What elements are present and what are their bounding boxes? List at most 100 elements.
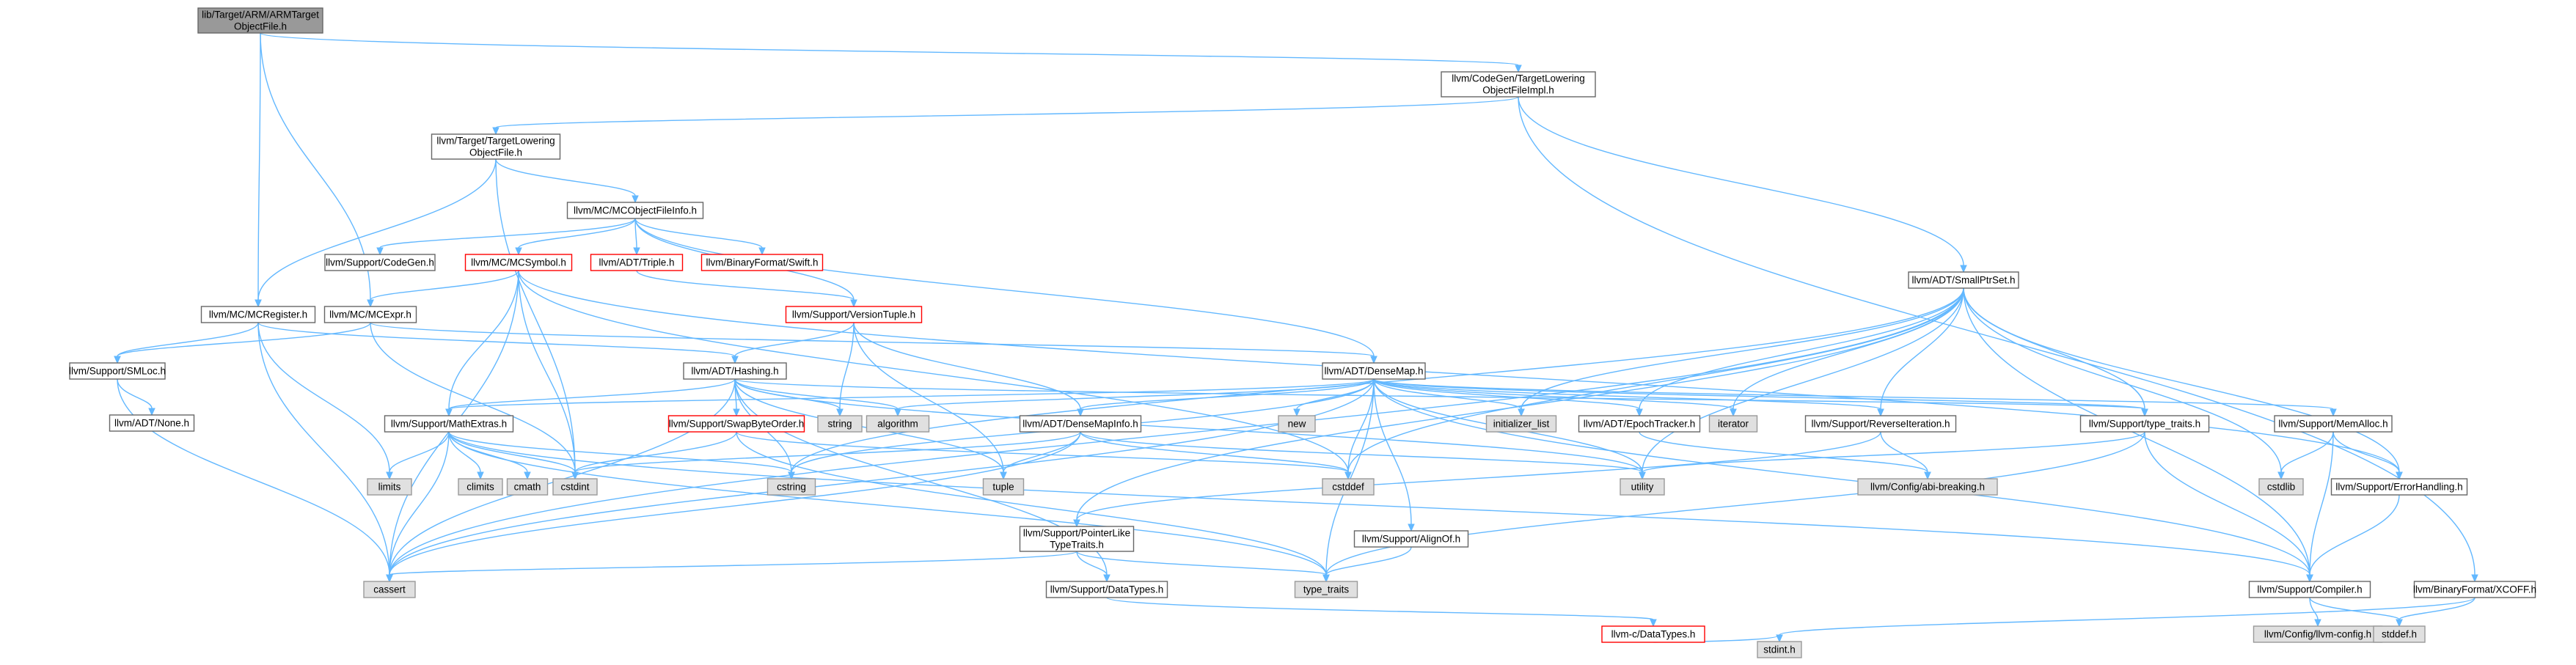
node-new: new: [1278, 415, 1316, 433]
edge-root-to-cg_tlofi: [260, 32, 1522, 73]
edge-mc_objinfo-to-adt_triple: [633, 218, 640, 256]
node-label: ObjectFile.h: [234, 21, 287, 32]
node-c_datatypes[interactable]: llvm-c/DataTypes.h: [1601, 625, 1705, 643]
edge-type_traits_h-to-utility: [1639, 431, 2145, 480]
node-label: type_traits: [1303, 584, 1350, 595]
node-sup_codegen[interactable]: llvm/Support/CodeGen.h: [324, 254, 436, 271]
node-mc_symbol[interactable]: llvm/MC/MCSymbol.h: [464, 254, 573, 271]
edge-densemapinfo-to-cstdint: [571, 431, 1081, 480]
node-box: [817, 415, 863, 433]
node-compiler[interactable]: llvm/Support/Compiler.h: [2248, 581, 2371, 598]
node-mc_register[interactable]: llvm/MC/MCRegister.h: [200, 306, 316, 323]
node-hashing[interactable]: llvm/ADT/Hashing.h: [683, 362, 787, 380]
node-box: [2258, 478, 2304, 496]
edge-versiontuple-to-densemapinfo: [853, 322, 1084, 417]
node-box: [1578, 415, 1701, 433]
node-box: [1757, 641, 1802, 658]
node-cstddef: cstddef: [1322, 478, 1375, 496]
edge-smallptrset-to-initializer_list: [1518, 287, 1964, 417]
node-smallptrset[interactable]: llvm/ADT/SmallPtrSet.h: [1908, 271, 2019, 289]
node-box: [552, 478, 598, 496]
node-tuple: tuple: [982, 478, 1025, 496]
node-epochtracker[interactable]: llvm/ADT/EpochTracker.h: [1578, 415, 1701, 433]
node-memalloc[interactable]: llvm/Support/MemAlloc.h: [2274, 415, 2393, 433]
edge-compiler-to-llvmconfig: [2309, 597, 2321, 628]
node-label: cstring: [777, 482, 806, 493]
node-label: initializer_list: [1493, 419, 1550, 430]
edge-mc_symbol-to-cstddef: [518, 270, 1352, 480]
edge-mc_objinfo-to-sup_codegen: [376, 218, 636, 256]
node-densemap[interactable]: llvm/ADT/DenseMap.h: [1322, 362, 1426, 380]
node-mathextras[interactable]: llvm/Support/MathExtras.h: [384, 415, 514, 433]
node-errorhandling[interactable]: llvm/Support/ErrorHandling.h: [2330, 478, 2468, 496]
node-stddef: stddef.h: [2373, 625, 2426, 643]
node-iterator: iterator: [1708, 415, 1758, 433]
node-box: [1708, 415, 1758, 433]
node-box: [866, 415, 930, 433]
node-box: [2248, 581, 2371, 598]
edge-mc_symbol-to-mc_expr: [367, 270, 519, 308]
node-smloc[interactable]: llvm/Support/SMLoc.h: [69, 362, 166, 380]
edge-adt_triple-to-versiontuple: [636, 270, 857, 308]
node-cg_tlofi[interactable]: llvm/CodeGen/TargetLoweringObjectFileImp…: [1441, 71, 1596, 98]
node-label: llvm/Support/VersionTuple.h: [792, 309, 915, 320]
node-label: algorithm: [877, 419, 918, 430]
node-label: llvm/ADT/Hashing.h: [691, 366, 778, 377]
edge-mc_expr-to-smloc: [114, 322, 371, 364]
edge-tgt_tlof-to-mc_register: [255, 158, 497, 308]
node-bf_swift[interactable]: llvm/BinaryFormat/Swift.h: [700, 254, 824, 271]
edge-memalloc-to-cstdlib: [2277, 431, 2334, 480]
node-label: cmath: [514, 482, 541, 493]
node-box: [506, 478, 549, 496]
edge-mc_symbol-to-mathextras: [445, 270, 519, 417]
edge-mathextras-to-climits: [448, 431, 484, 480]
node-none[interactable]: llvm/ADT/None.h: [109, 414, 195, 432]
edge-cg_tlofi-to-xcoff: [1518, 96, 2478, 583]
node-adt_triple[interactable]: llvm/ADT/Triple.h: [590, 254, 684, 271]
node-label: lib/Target/ARM/ARMTarget: [202, 10, 319, 21]
node-box: [2274, 415, 2393, 433]
edge-densemap-to-densemapinfo: [1077, 378, 1375, 417]
node-reverseiteration[interactable]: llvm/Support/ReverseIteration.h: [1804, 415, 1957, 433]
node-label: llvm/BinaryFormat/XCOFF.h: [2413, 584, 2536, 595]
node-label: llvm/Support/SwapByteOrder.h: [669, 419, 805, 430]
node-alignof[interactable]: llvm/Support/AlignOf.h: [1353, 530, 1469, 548]
node-swapbyteorder[interactable]: llvm/Support/SwapByteOrder.h: [667, 415, 805, 433]
node-box: [1804, 415, 1957, 433]
node-mc_objinfo[interactable]: llvm/MC/MCObjectFileInfo.h: [566, 202, 704, 219]
node-box: [700, 254, 824, 271]
node-label: llvm/ADT/SmallPtrSet.h: [1911, 275, 2015, 286]
node-box: [69, 362, 166, 380]
node-label: llvm/Support/type_traits.h: [2089, 419, 2200, 430]
node-box: [1353, 530, 1469, 548]
node-label: llvm/ADT/None.h: [114, 418, 189, 429]
edge-mathextras-to-cstdint: [448, 431, 579, 480]
edge-errorhandling-to-compiler: [2306, 494, 2400, 583]
node-box: [1620, 478, 1665, 496]
node-versiontuple[interactable]: llvm/Support/VersionTuple.h: [785, 306, 923, 323]
node-label: llvm/BinaryFormat/Swift.h: [706, 257, 818, 268]
edge-smallptrset-to-errorhandling: [1963, 287, 2403, 480]
edge-smallptrset-to-epochtracker: [1636, 287, 1964, 417]
node-type_traits_h[interactable]: llvm/Support/type_traits.h: [2079, 415, 2210, 433]
edge-densemap-to-alignof: [1373, 378, 1415, 532]
edge-smallptrset-to-type_traits_h: [1963, 287, 2148, 417]
node-box: [667, 415, 805, 433]
node-label: utility: [1631, 482, 1654, 493]
node-box: [1485, 415, 1557, 433]
edge-layer: [114, 32, 2478, 643]
node-initializer_list: initializer_list: [1485, 415, 1557, 433]
edge-smallptrset-to-cstring: [788, 287, 1964, 480]
node-mc_expr[interactable]: llvm/MC/MCExpr.h: [323, 306, 417, 323]
node-label: cstddef: [1332, 482, 1364, 493]
node-label: climits: [466, 482, 494, 493]
node-xcoff[interactable]: llvm/BinaryFormat/XCOFF.h: [2413, 581, 2536, 598]
edge-smloc-to-cassert: [117, 378, 393, 583]
node-label: llvm/Config/abi-breaking.h: [1870, 482, 1985, 493]
edge-mc_objinfo-to-mc_symbol: [515, 218, 636, 256]
node-datatypes[interactable]: llvm/Support/DataTypes.h: [1045, 581, 1168, 598]
node-densemapinfo[interactable]: llvm/ADT/DenseMapInfo.h: [1019, 415, 1142, 433]
